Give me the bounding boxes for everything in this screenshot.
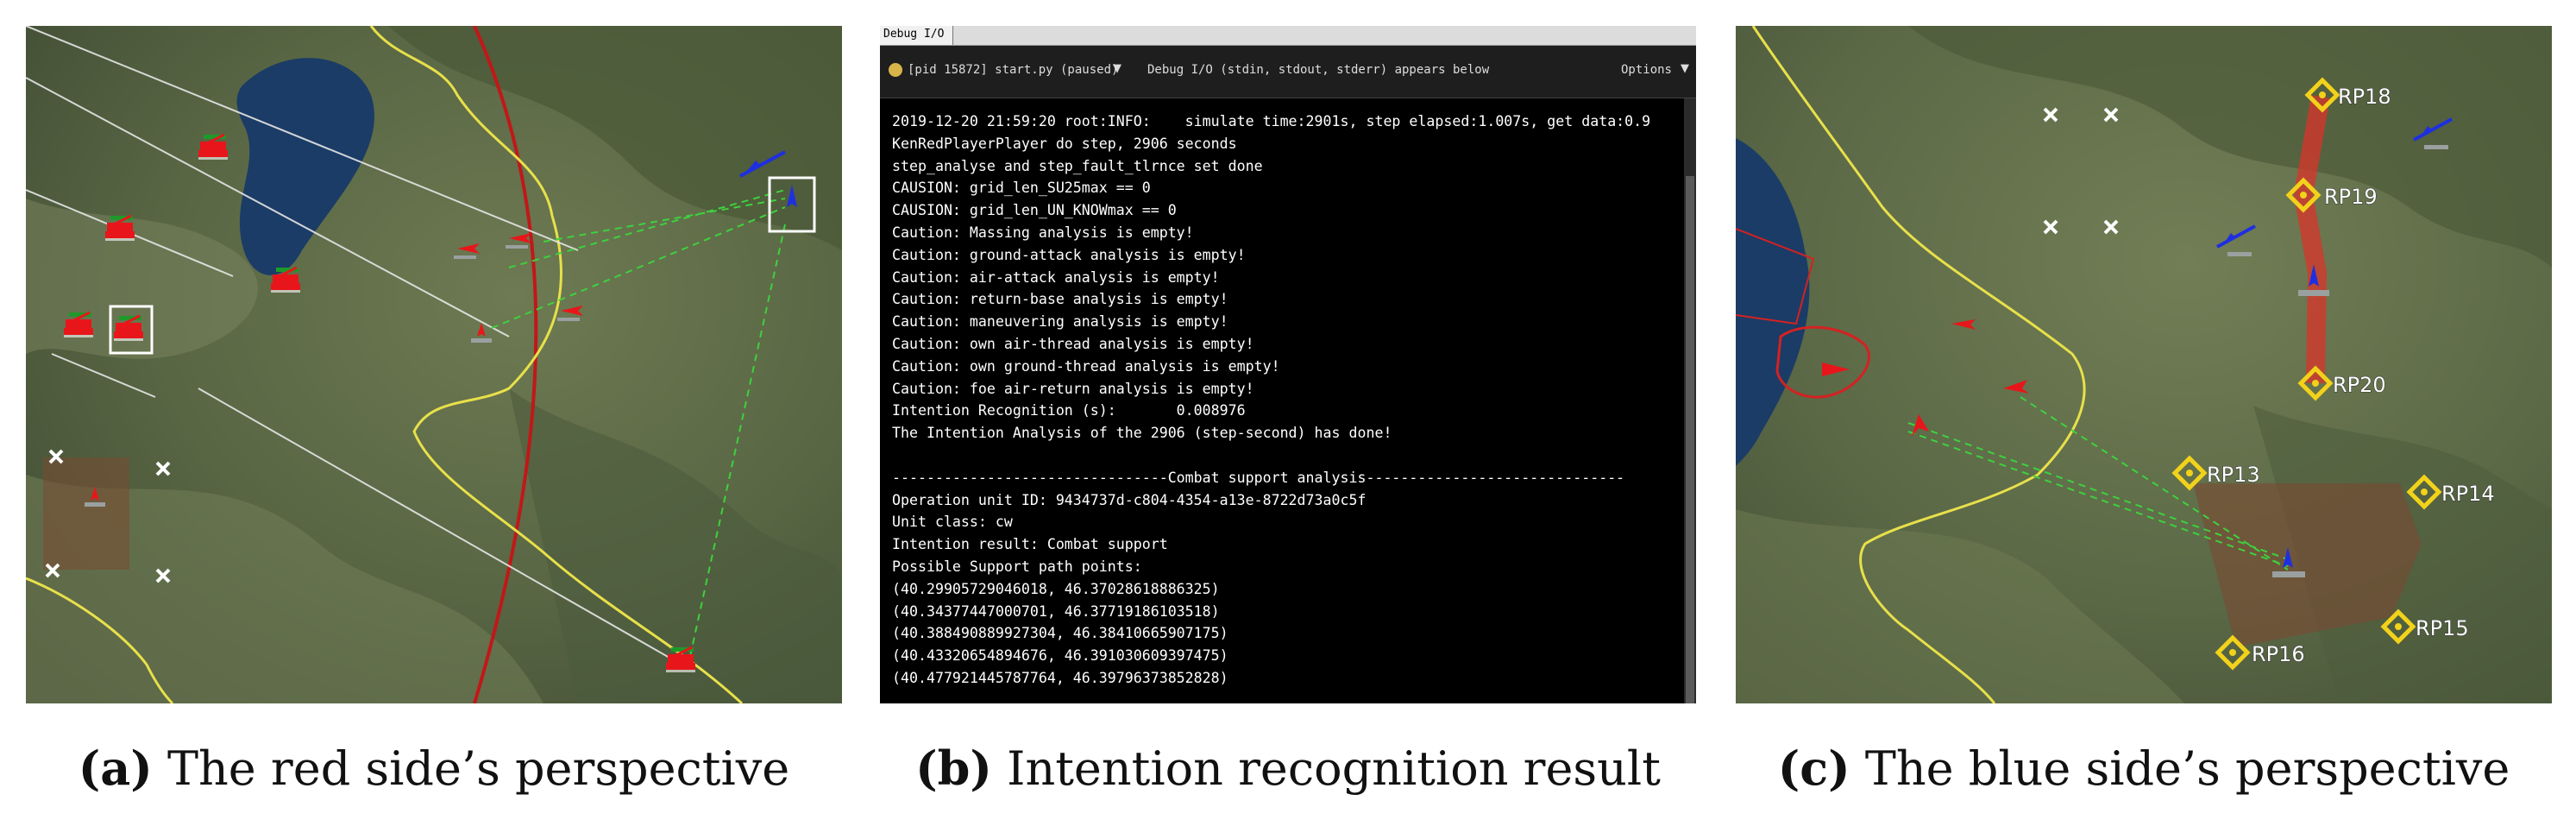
console-line: Intention result: Combat support [892, 536, 1168, 553]
debug-description: Debug I/O (stdin, stdout, stderr) appear… [1147, 63, 1490, 77]
route-point-rp20: RP20 [2301, 369, 2386, 398]
svg-text:RP20: RP20 [2333, 373, 2386, 397]
debug-console-panel: Debug I/O [pid 15872] start.py (paused) … [880, 26, 1696, 703]
red-zone-outline [1775, 325, 1870, 399]
console-line: Caution: air-attack analysis is empty! [892, 268, 1220, 286]
svg-text:RP19: RP19 [2324, 185, 2378, 209]
red-ground-unit [1912, 414, 1929, 437]
svg-text:RP18: RP18 [2338, 85, 2391, 109]
console-line: (40.43320654894676, 46.391030609397475) [892, 647, 1228, 665]
x-marks [45, 449, 171, 583]
svg-text:RP14: RP14 [2441, 482, 2495, 506]
svg-text:RP16: RP16 [2252, 642, 2305, 666]
boundary-line [369, 26, 744, 703]
caption-b-text: Intention recognition result [1007, 741, 1661, 796]
console-line: CAUSION: grid_len_SU25max == 0 [892, 180, 1151, 197]
svg-text:RP13: RP13 [2207, 463, 2260, 487]
console-line: Operation unit ID: 9434737d-c804-4354-a1… [892, 491, 1367, 508]
red-jet-unit [2003, 380, 2029, 394]
console-line: (40.388490889927304, 46.38410665907175) [892, 625, 1228, 642]
console-line: --------------------------------Combat s… [892, 469, 1625, 486]
blue-side-map: RP18 RP19 RP20 RP13 RP14 RP15 RP16 [1736, 26, 2552, 703]
console-line: Caution: foe air-return analysis is empt… [892, 380, 1254, 397]
scrollbar-thumb[interactable] [1686, 176, 1694, 703]
console-line: The Intention Analysis of the 2906 (step… [892, 425, 1392, 442]
blue-side-map-panel: RP18 RP19 RP20 RP13 RP14 RP15 RP16 [1736, 26, 2552, 703]
red-side-map [26, 26, 842, 703]
support-path [2293, 95, 2330, 384]
boundary-line [1751, 26, 2086, 703]
lake [236, 58, 374, 275]
caption-a-text: The red side’s perspective [167, 741, 790, 796]
console-line: step_analyse and step_fault_tlrnce set d… [892, 157, 1263, 174]
console-line: Possible Support path points: [892, 558, 1142, 575]
combat-area [2193, 483, 2422, 647]
red-side-map-panel [26, 26, 842, 703]
console-line: Caution: ground-attack analysis is empty… [892, 246, 1246, 263]
caption-c-text: The blue side’s perspective [1864, 741, 2510, 796]
debug-title-bar: Debug I/O [880, 26, 1696, 46]
caption-b: (b) Intention recognition result [880, 738, 1696, 798]
route-point-rp18: RP18 [2308, 80, 2391, 110]
blue-aircraft-unit [739, 150, 786, 178]
caption-c: (c) The blue side’s perspective [1736, 738, 2552, 798]
track-lines [1907, 396, 2289, 571]
caption-a-letter: (a) [78, 741, 153, 796]
console-line: Caution: own air-thread analysis is empt… [892, 335, 1254, 352]
route-point-rp13: RP13 [2175, 458, 2260, 488]
blue-ground-unit [2298, 264, 2329, 296]
console-line [892, 445, 1668, 467]
red-jet-unit [1951, 319, 1976, 330]
scrollbar[interactable] [1684, 98, 1696, 703]
route-point-rp14: RP14 [2410, 477, 2495, 507]
lake [1736, 138, 1810, 466]
console-line: CAUSION: grid_len_UN_KNOWmax == 0 [892, 202, 1177, 219]
console-line: Caution: own ground-thread analysis is e… [892, 357, 1280, 375]
console-line: 2019-12-20 21:59:20 root:INFO: simulate … [892, 113, 1651, 129]
x-marks [2043, 107, 2119, 235]
console-line: (40.29905729046018, 46.37028618886325) [892, 580, 1220, 597]
console-line: Caution: return-base analysis is empty! [892, 291, 1228, 308]
selected-unit-box [109, 305, 154, 355]
caption-b-letter: (b) [915, 741, 992, 796]
console-line: KenRedPlayerPlayer do step, 2906 seconds [892, 135, 1237, 152]
debug-title: Debug I/O [883, 28, 945, 41]
route-point-rp15: RP15 [2384, 612, 2469, 641]
console-line: Caution: Massing analysis is empty! [892, 224, 1194, 241]
chevron-down-icon[interactable]: ▼ [1113, 62, 1122, 75]
danger-zone [43, 457, 129, 570]
debug-output: 2019-12-20 21:59:20 root:INFO: simulate … [892, 110, 1668, 697]
console-line: Unit class: cw [892, 514, 1013, 531]
console-line: Caution: maneuvering analysis is empty! [892, 313, 1228, 331]
blue-ground-unit [2272, 547, 2305, 577]
options-chevron-icon[interactable]: ▼ [1681, 62, 1689, 75]
console-line: (40.34377447000701, 46.37719186103518) [892, 602, 1220, 620]
track-lines [491, 189, 786, 657]
selected-blue-box [768, 176, 816, 233]
console-line: Intention Recognition (s): 0.008976 [892, 402, 1246, 419]
blue-ground-unit [787, 185, 797, 207]
route-point-rp19: RP19 [2289, 180, 2378, 210]
front-line [473, 26, 538, 703]
caption-a: (a) The red side’s perspective [26, 738, 842, 798]
process-selector[interactable]: [pid 15872] start.py (paused) [908, 63, 1119, 77]
caption-c-letter: (c) [1777, 741, 1850, 796]
bug-icon [889, 63, 902, 77]
svg-text:RP15: RP15 [2416, 616, 2469, 640]
console-line: (40.477921445787764, 46.39796373852828) [892, 669, 1228, 686]
route-point-rp16: RP16 [2218, 638, 2305, 667]
debug-toolbar: [pid 15872] start.py (paused) ▼ Debug I/… [880, 46, 1696, 98]
options-button[interactable]: Options [1620, 63, 1672, 77]
debug-tab[interactable] [880, 26, 953, 45]
